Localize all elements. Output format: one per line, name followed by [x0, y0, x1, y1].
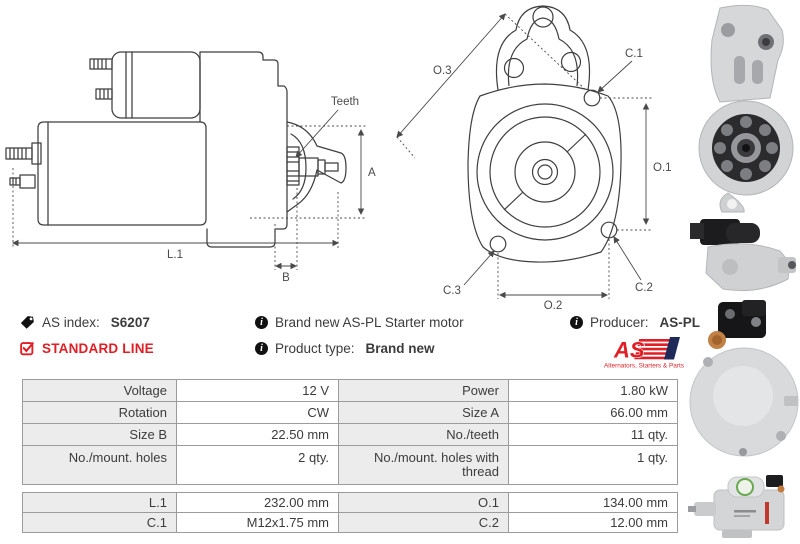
- standard-line-row: STANDARD LINE: [20, 341, 154, 356]
- product-type-value: Brand new: [365, 341, 435, 356]
- spec-label: O.1: [338, 492, 509, 513]
- brand-new-text: Brand new AS-PL Starter motor: [275, 315, 464, 330]
- spec-value: 11 qty.: [508, 423, 678, 446]
- product-photo-front-view: [698, 4, 794, 213]
- as-pl-logo: AS Alternators, Starters & Parts: [604, 337, 684, 370]
- dim-label-a: A: [368, 167, 376, 179]
- spec-label: Power: [338, 379, 509, 402]
- product-photo-side-view-1: [690, 219, 796, 292]
- dim-label-o2: O.2: [544, 300, 563, 312]
- dim-label-b: B: [282, 272, 290, 284]
- info-icon: i: [570, 316, 583, 329]
- table-row: Size B 22.50 mm No./teeth 11 qty.: [22, 423, 678, 446]
- spec-label: C.2: [338, 512, 509, 533]
- info-icon: i: [255, 316, 268, 329]
- spec-table-primary: Voltage 12 V Power 1.80 kW Rotation CW S…: [22, 379, 678, 485]
- table-row: L.1 232.00 mm O.1 134.00 mm: [22, 492, 678, 513]
- checkbox-checked-icon: [20, 342, 34, 356]
- spec-value: 12 V: [176, 379, 339, 402]
- spec-label: Rotation: [22, 401, 177, 424]
- spec-label: No./mount. holes: [22, 445, 177, 485]
- spec-value: 12.00 mm: [508, 512, 678, 533]
- spec-value: 232.00 mm: [176, 492, 339, 513]
- dim-label-o3: O.3: [433, 65, 452, 77]
- producer-row: i Producer: AS-PL: [570, 315, 700, 330]
- as-index-row: AS index: S6207: [20, 315, 150, 330]
- spec-label: C.1: [22, 512, 177, 533]
- tag-icon: [20, 316, 34, 329]
- spec-value: 2 qty.: [176, 445, 339, 485]
- spec-value: M12x1.75 mm: [176, 512, 339, 533]
- producer-label: Producer:: [590, 315, 649, 330]
- dim-label-c3: C.3: [443, 285, 461, 297]
- spec-table-secondary: L.1 232.00 mm O.1 134.00 mm C.1 M12x1.75…: [22, 492, 678, 533]
- spec-label: Size A: [338, 401, 509, 424]
- producer-value: AS-PL: [659, 315, 701, 330]
- as-index-label: AS index:: [42, 315, 100, 330]
- product-photo-side-view-2: [688, 475, 785, 538]
- spec-label: No./mount. holes with thread: [338, 445, 509, 485]
- info-icon: i: [255, 342, 268, 355]
- spec-value: 134.00 mm: [508, 492, 678, 513]
- as-index-value: S6207: [110, 315, 150, 330]
- table-row: Rotation CW Size A 66.00 mm: [22, 401, 678, 424]
- brand-new-row: i Brand new AS-PL Starter motor: [255, 315, 464, 330]
- product-type-label: Product type:: [275, 341, 355, 356]
- product-type-row: i Product type: Brand new: [255, 341, 435, 356]
- dim-label-l1: L.1: [167, 249, 183, 261]
- spec-label: L.1: [22, 492, 177, 513]
- dim-label-o1: O.1: [653, 162, 672, 174]
- spec-label: No./teeth: [338, 423, 509, 446]
- standard-line-label: STANDARD LINE: [42, 341, 154, 356]
- dim-label-c1: C.1: [625, 48, 643, 60]
- table-row: Voltage 12 V Power 1.80 kW: [22, 379, 678, 402]
- spec-label: Size B: [22, 423, 177, 446]
- dim-label-c2: C.2: [635, 282, 653, 294]
- logo-subtitle: Alternators, Starters & Parts: [604, 364, 684, 370]
- table-row: No./mount. holes 2 qty. No./mount. holes…: [22, 445, 678, 485]
- technical-drawing-front-view: O.3 C.1 O.1 C.3 C.2 O.2: [396, 5, 672, 312]
- technical-drawing-side-view: A L.1 B Teeth: [5, 51, 376, 284]
- dim-label-teeth: Teeth: [331, 96, 359, 108]
- spec-value: 22.50 mm: [176, 423, 339, 446]
- spec-value: 66.00 mm: [508, 401, 678, 424]
- spec-value: CW: [176, 401, 339, 424]
- table-row: C.1 M12x1.75 mm C.2 12.00 mm: [22, 512, 678, 533]
- spec-value: 1 qty.: [508, 445, 678, 485]
- product-photo-rear-view: [689, 300, 799, 457]
- spec-label: Voltage: [22, 379, 177, 402]
- spec-value: 1.80 kW: [508, 379, 678, 402]
- logo-wordmark: AS: [613, 338, 645, 363]
